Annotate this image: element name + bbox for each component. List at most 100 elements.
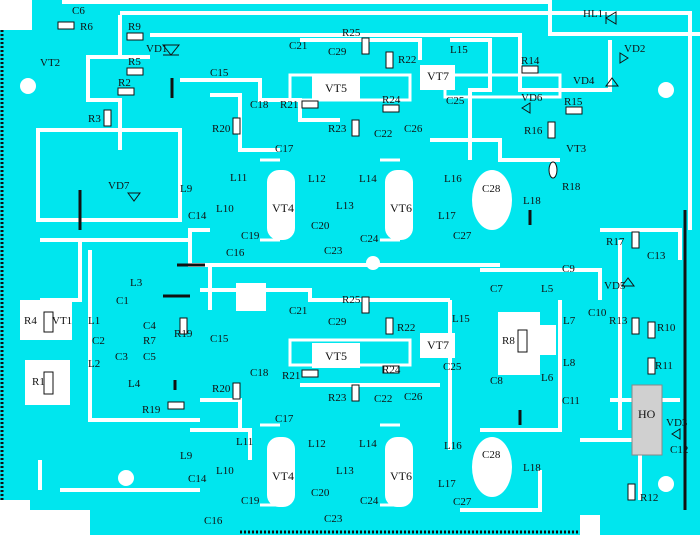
label-r19b: R19 [142,404,161,416]
label-l11: L11 [230,172,247,184]
label-r24: R24 [382,94,401,106]
label-c16: C16 [226,247,245,259]
label-vd6: VD6 [521,92,543,104]
label-c14: C14 [188,210,207,222]
label-c25b: C25 [443,361,462,373]
label-c21b: C21 [289,305,307,317]
label-c12: C12 [670,444,688,456]
label-c10: C10 [588,307,607,319]
label-c27b: C27 [453,496,472,508]
label-vt7: VT7 [427,69,449,83]
label-vt2: VT2 [40,57,60,69]
jumpers [78,78,687,510]
label-r20b: R20 [212,383,231,395]
label-r8: R8 [502,335,515,347]
label-vd5: VD5 [604,280,626,292]
label-l7: L7 [563,315,576,327]
label-c25: C25 [446,95,465,107]
label-l18: L18 [523,195,541,207]
label-c28b: C28 [482,449,501,461]
label-r23b: R23 [328,392,347,404]
label-c17b: C17 [275,413,294,425]
label-l3: L3 [130,277,143,289]
label-l14b: L14 [359,438,377,450]
label-r13: R13 [609,315,628,327]
label-r17: R17 [606,236,625,248]
label-c27: C27 [453,230,472,242]
label-vd4: VD4 [573,75,595,87]
label-l9b: L9 [180,450,193,462]
label-vt5: VT5 [325,81,347,95]
label-l4: L4 [128,378,141,390]
label-c11: C11 [562,395,580,407]
label-vt4b: VT4 [272,469,294,483]
label-l16: L16 [444,173,462,185]
label-r21b: R21 [282,370,300,382]
label-r2: R2 [118,77,131,89]
label-l12: L12 [308,173,326,185]
label-r21: R21 [280,99,298,111]
label-vt5b: VT5 [325,349,347,363]
label-l14: L14 [359,173,377,185]
traces [36,0,700,512]
label-vt3: VT3 [566,143,587,155]
label-c6: C6 [72,5,85,17]
label-c4: C4 [143,320,156,332]
label-r19: R19 [174,328,193,340]
label-l12b: L12 [308,438,326,450]
label-l15b: L15 [452,313,470,325]
label-r18: R18 [562,181,581,193]
label-r24b: R24 [382,364,401,376]
label-c9: C9 [562,263,575,275]
label-vt7b: VT7 [427,338,449,352]
label-c24: C24 [360,233,379,245]
label-r25b: R25 [342,294,361,306]
label-l9: L9 [180,183,193,195]
label-r7: R7 [143,335,156,347]
label-c23: C23 [324,245,343,257]
label-hl1: HL1 [583,8,603,20]
label-l11b: L11 [236,436,253,448]
label-l17b: L17 [438,478,456,490]
label-r5: R5 [128,56,141,68]
label-c21: C21 [289,40,307,52]
component-labels: C6 R6 R9 VD1 R5 VT2 R2 R3 C15 R20 R21 C1… [24,5,688,527]
label-r6: R6 [80,21,93,33]
label-c16b: C16 [204,515,223,527]
label-r25: R25 [342,27,361,39]
label-c29: C29 [328,46,347,58]
label-c5: C5 [143,351,156,363]
label-l18b: L18 [523,462,541,474]
label-l17: L17 [438,210,456,222]
label-c15b: C15 [210,333,229,345]
label-l10b: L10 [216,465,234,477]
label-r3: R3 [88,113,101,125]
label-c19b: C19 [241,495,260,507]
label-c20: C20 [311,220,330,232]
label-vt6: VT6 [390,201,412,215]
label-r20: R20 [212,123,231,135]
label-c1: C1 [116,295,129,307]
label-vt4: VT4 [272,201,294,215]
label-r22: R22 [398,54,416,66]
ho-block [631,384,663,456]
label-r15: R15 [564,96,583,108]
label-vt6b: VT6 [390,469,412,483]
label-r11: R11 [655,360,673,372]
label-l15: L15 [450,44,468,56]
label-c18: C18 [250,99,269,111]
label-c28: C28 [482,183,501,195]
label-r23: R23 [328,123,347,135]
label-l8: L8 [563,357,576,369]
component-symbols [43,11,681,501]
label-ho: HO [638,407,656,421]
label-c2: C2 [92,335,105,347]
label-r12: R12 [640,492,658,504]
label-l13: L13 [336,200,354,212]
label-r16: R16 [524,125,543,137]
label-c23b: C23 [324,513,343,525]
label-vd3: VD3 [666,417,688,429]
